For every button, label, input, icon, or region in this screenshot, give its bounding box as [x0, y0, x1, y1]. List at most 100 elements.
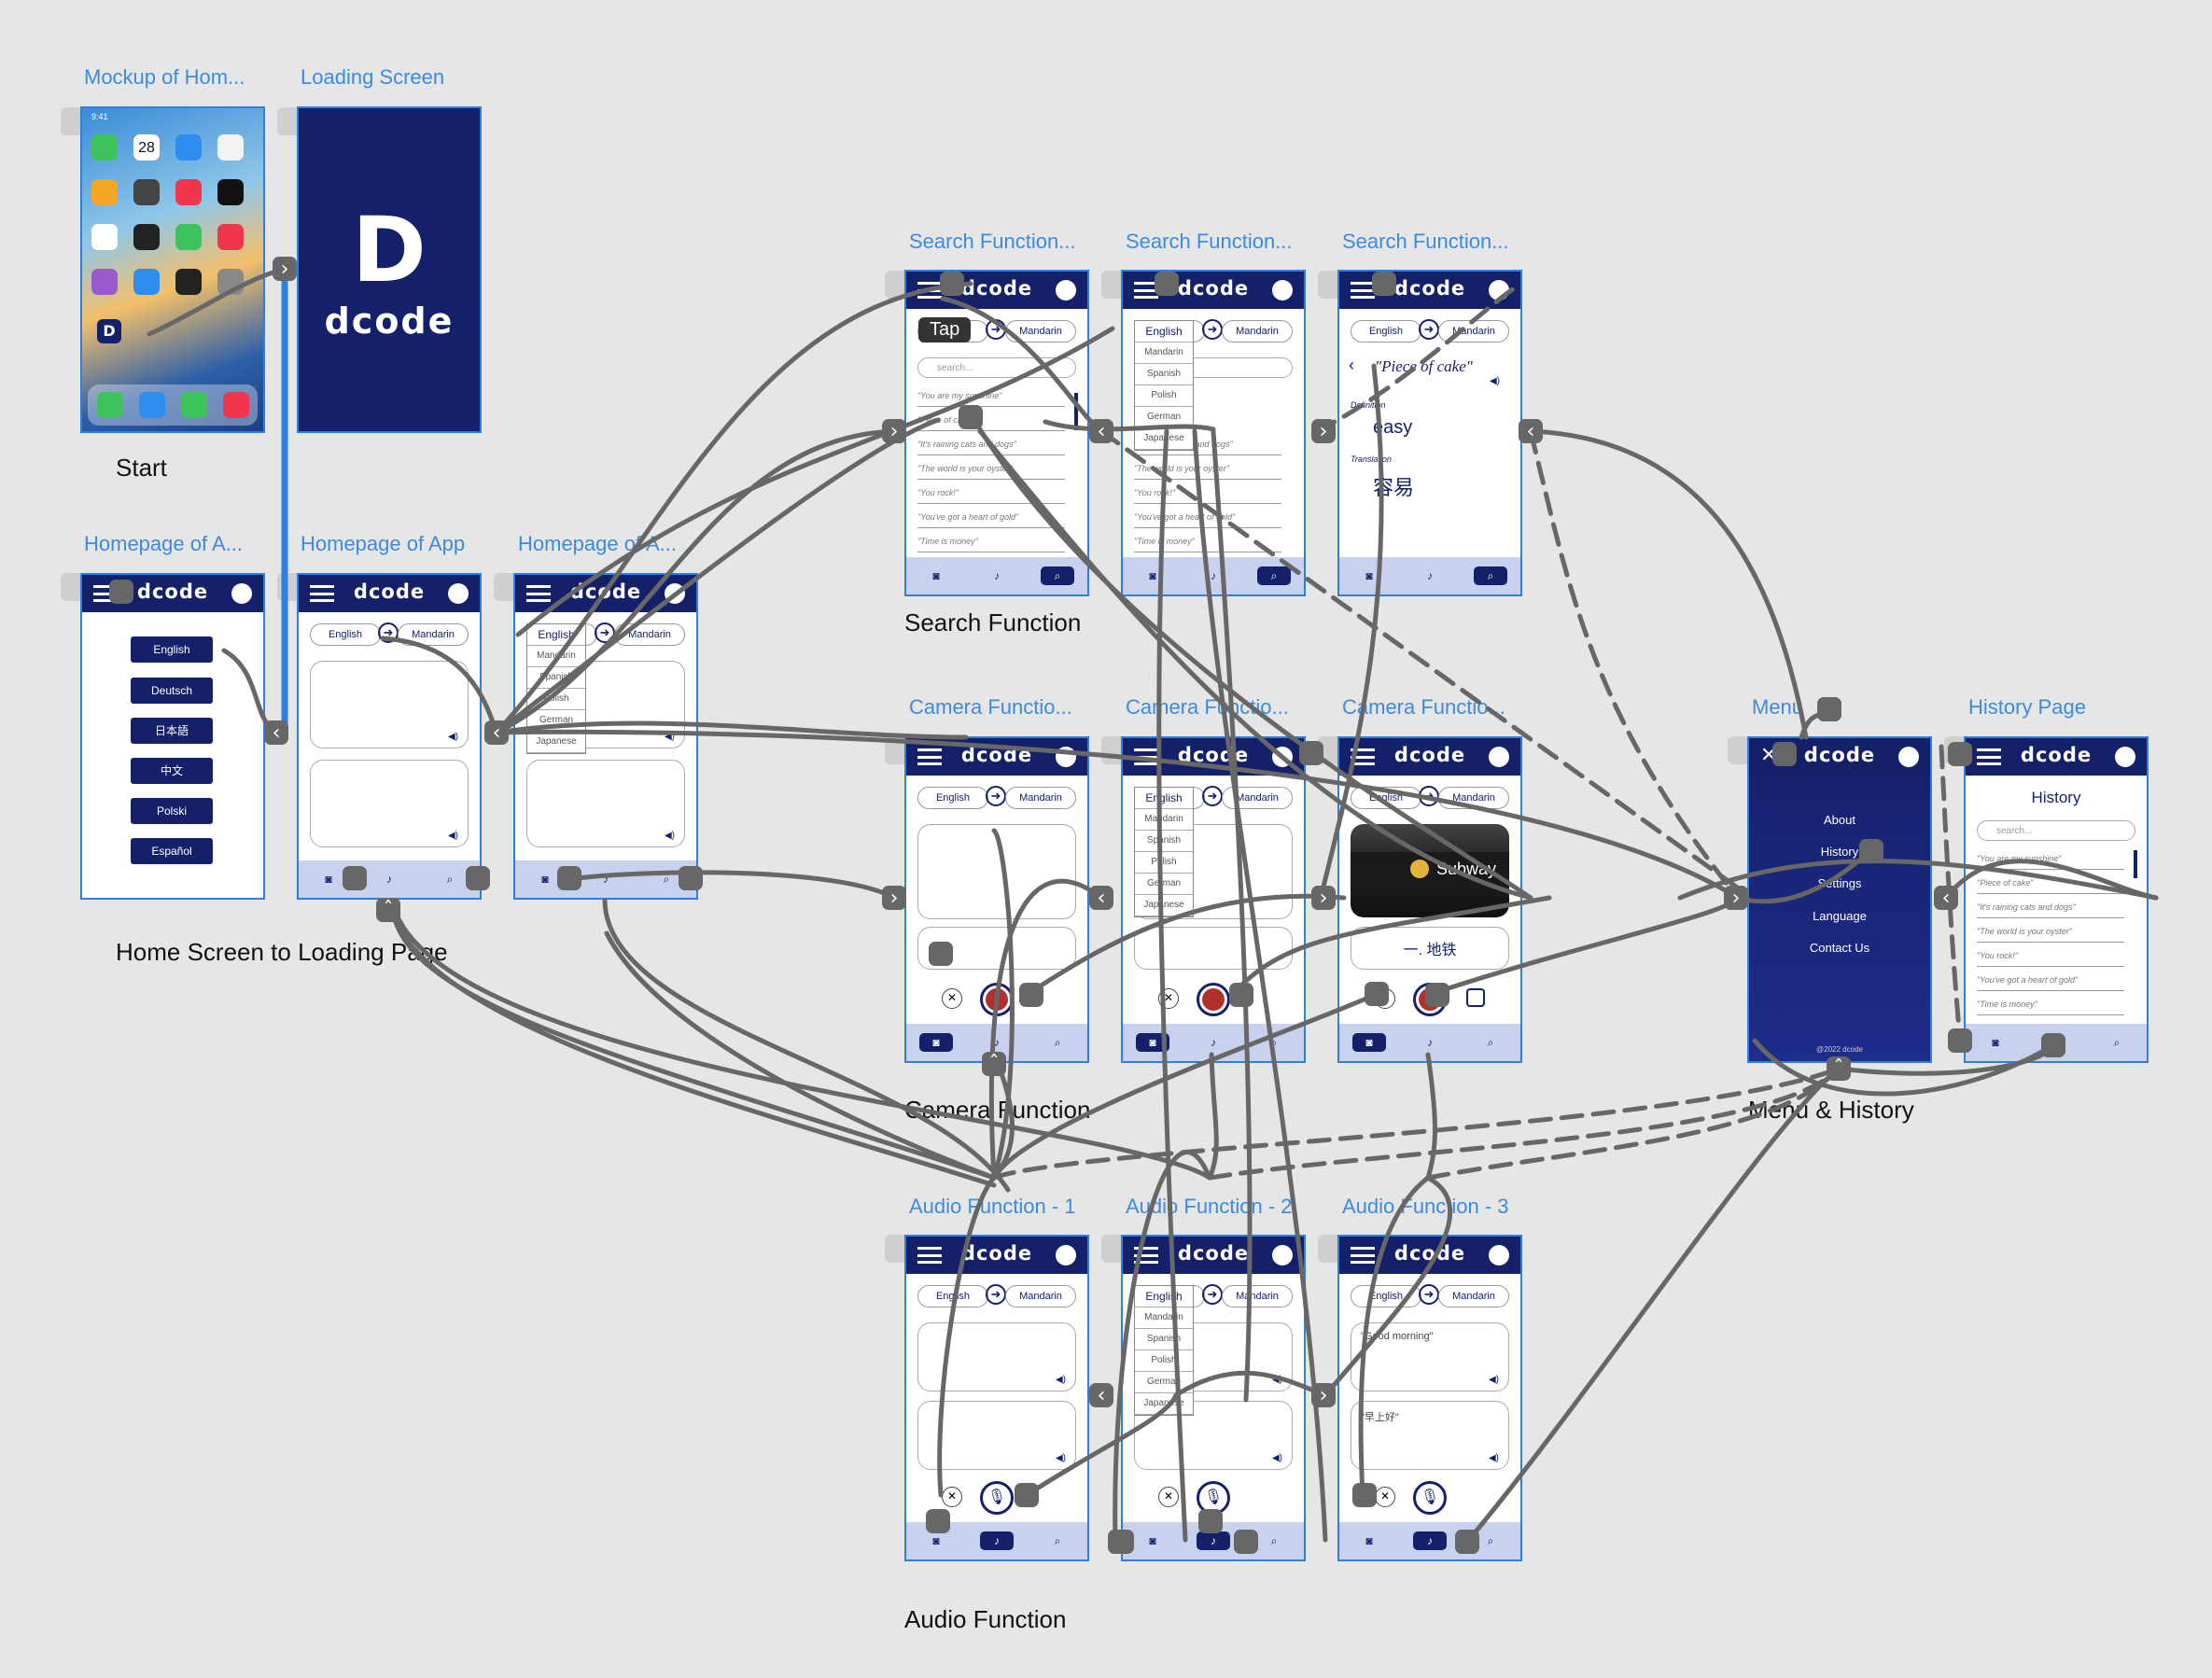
mic-tab-icon[interactable]: ♪: [603, 873, 609, 886]
connection-node[interactable]: [109, 580, 133, 604]
frame-title-home-a1[interactable]: Homepage of A...: [84, 532, 243, 555]
speaker-icon[interactable]: ◀): [664, 732, 675, 742]
safari-icon[interactable]: [139, 392, 165, 418]
dropdown-option[interactable]: Spanish: [1135, 831, 1193, 852]
profile-icon[interactable]: [1898, 747, 1919, 767]
profile-icon[interactable]: [1272, 1245, 1293, 1265]
home-app-icon[interactable]: [175, 179, 202, 205]
dropdown-option[interactable]: English: [527, 624, 585, 646]
hamburger-icon[interactable]: [1134, 1247, 1158, 1264]
mic-tab-icon[interactable]: ♪: [994, 569, 1000, 582]
home-app-icon[interactable]: [91, 134, 118, 161]
connection-arrow-icon[interactable]: ˆ: [376, 898, 400, 922]
dcode-app-icon[interactable]: D: [97, 319, 121, 343]
frame-title-mockup[interactable]: Mockup of Hom...: [84, 65, 245, 89]
profile-icon[interactable]: [1489, 747, 1509, 767]
menu-item-about[interactable]: About: [1824, 813, 1855, 827]
phrase-item[interactable]: "Time is money": [1134, 527, 1281, 552]
connection-node[interactable]: [557, 866, 581, 890]
language-button-polish[interactable]: Polski: [131, 798, 213, 824]
connection-node[interactable]: [1455, 1530, 1479, 1554]
speaker-icon[interactable]: ◀): [1489, 376, 1500, 386]
dropdown-option[interactable]: Mandarin: [527, 646, 585, 667]
hamburger-icon[interactable]: [1351, 1247, 1375, 1264]
connection-node[interactable]: [2041, 1033, 2065, 1057]
source-language-pill[interactable]: English: [917, 787, 988, 809]
home-app-icon[interactable]: [175, 224, 202, 250]
dropdown-option[interactable]: Japanese: [527, 732, 585, 753]
hamburger-icon[interactable]: [93, 585, 118, 602]
speaker-icon[interactable]: ◀): [447, 732, 458, 742]
profile-icon[interactable]: [2115, 747, 2135, 767]
camera-tab-icon[interactable]: ◙: [1992, 1036, 1999, 1049]
camera-tab-icon[interactable]: ◙: [1352, 1033, 1386, 1052]
frame-title-home-app[interactable]: Homepage of App: [301, 532, 466, 555]
camera-tab-icon[interactable]: ◙: [919, 1033, 953, 1052]
connection-node[interactable]: [1372, 272, 1396, 296]
history-search-input[interactable]: search...: [1977, 820, 2135, 841]
language-button-japanese[interactable]: 日本語: [131, 718, 213, 744]
profile-icon[interactable]: [1272, 280, 1293, 301]
connection-arrow-icon[interactable]: ›: [882, 419, 906, 443]
search-tab-icon[interactable]: ⌕: [1474, 566, 1507, 585]
profile-icon[interactable]: [231, 583, 252, 604]
hamburger-icon[interactable]: [1351, 282, 1375, 299]
close-icon[interactable]: ✕: [1158, 1487, 1179, 1507]
language-button-deutsch[interactable]: Deutsch: [131, 678, 213, 704]
target-language-pill[interactable]: Mandarin: [1005, 787, 1076, 809]
speaker-icon[interactable]: ◀): [664, 831, 675, 841]
camera-tab-icon[interactable]: ◙: [1365, 569, 1373, 582]
connection-node[interactable]: [959, 405, 983, 429]
connection-node[interactable]: [1229, 983, 1253, 1007]
gallery-icon[interactable]: [1466, 988, 1485, 1007]
back-chevron-icon[interactable]: ‹: [1349, 356, 1354, 374]
hamburger-icon[interactable]: [1977, 748, 2001, 765]
search-tab-icon[interactable]: ⌕: [2113, 1036, 2121, 1049]
phrase-item[interactable]: "You've got a heart of gold": [1134, 503, 1281, 528]
mic-tab-icon[interactable]: ♪: [980, 1531, 1014, 1550]
connection-node[interactable]: [1198, 1509, 1223, 1533]
hamburger-icon[interactable]: [1351, 748, 1375, 765]
frame-title-history[interactable]: History Page: [1968, 695, 2086, 719]
camera-tab-icon[interactable]: ◙: [1149, 1534, 1156, 1547]
home-app-icon[interactable]: [217, 134, 244, 161]
connection-arrow-icon[interactable]: ›: [1311, 1383, 1336, 1407]
menu-item-history[interactable]: History: [1820, 845, 1859, 859]
connection-node[interactable]: [926, 1509, 950, 1533]
connection-arrow-icon[interactable]: ‹: [1519, 419, 1543, 443]
connection-node[interactable]: [1859, 839, 1883, 863]
history-item[interactable]: "It's raining cats and dogs": [1977, 893, 2124, 918]
scrollbar[interactable]: [2134, 850, 2137, 878]
connection-node[interactable]: [1948, 1028, 1972, 1053]
phrase-item[interactable]: "Time is money": [917, 527, 1065, 552]
search-tab-icon[interactable]: ⌕: [663, 873, 670, 886]
frame-title-search-2[interactable]: Search Function...: [1126, 230, 1293, 253]
target-language-pill[interactable]: Mandarin: [398, 623, 469, 646]
connection-node[interactable]: [466, 866, 490, 890]
connection-arrow-icon[interactable]: ›: [1311, 886, 1336, 910]
source-language-pill[interactable]: English: [310, 623, 381, 646]
speaker-icon[interactable]: ◀): [1488, 1453, 1499, 1463]
target-language-pill[interactable]: Mandarin: [1222, 1285, 1293, 1307]
home-app-icon[interactable]: [91, 269, 118, 295]
hamburger-icon[interactable]: [917, 1247, 942, 1264]
language-button-spanish[interactable]: Español: [131, 838, 213, 864]
speaker-icon[interactable]: ◀): [447, 831, 458, 841]
frame-loading-screen[interactable]: D dcode: [297, 106, 482, 433]
search-tab-icon[interactable]: ⌕: [1041, 566, 1074, 585]
connection-arrow-icon[interactable]: ›: [1311, 419, 1336, 443]
mic-tab-icon[interactable]: ♪: [1197, 1531, 1230, 1550]
speaker-icon[interactable]: ◀): [1055, 1453, 1066, 1463]
connection-node[interactable]: [343, 866, 367, 890]
connection-arrow-icon[interactable]: ˆ: [1827, 1056, 1851, 1081]
connection-node[interactable]: [1155, 272, 1179, 296]
connection-node[interactable]: [679, 866, 703, 890]
dropdown-option[interactable]: English: [1135, 321, 1193, 343]
connection-node[interactable]: [1772, 742, 1797, 766]
search-tab-icon[interactable]: ⌕: [1054, 1534, 1061, 1547]
profile-icon[interactable]: [1056, 1245, 1076, 1265]
home-app-icon[interactable]: [175, 134, 202, 161]
dropdown-option[interactable]: German: [1135, 874, 1193, 895]
